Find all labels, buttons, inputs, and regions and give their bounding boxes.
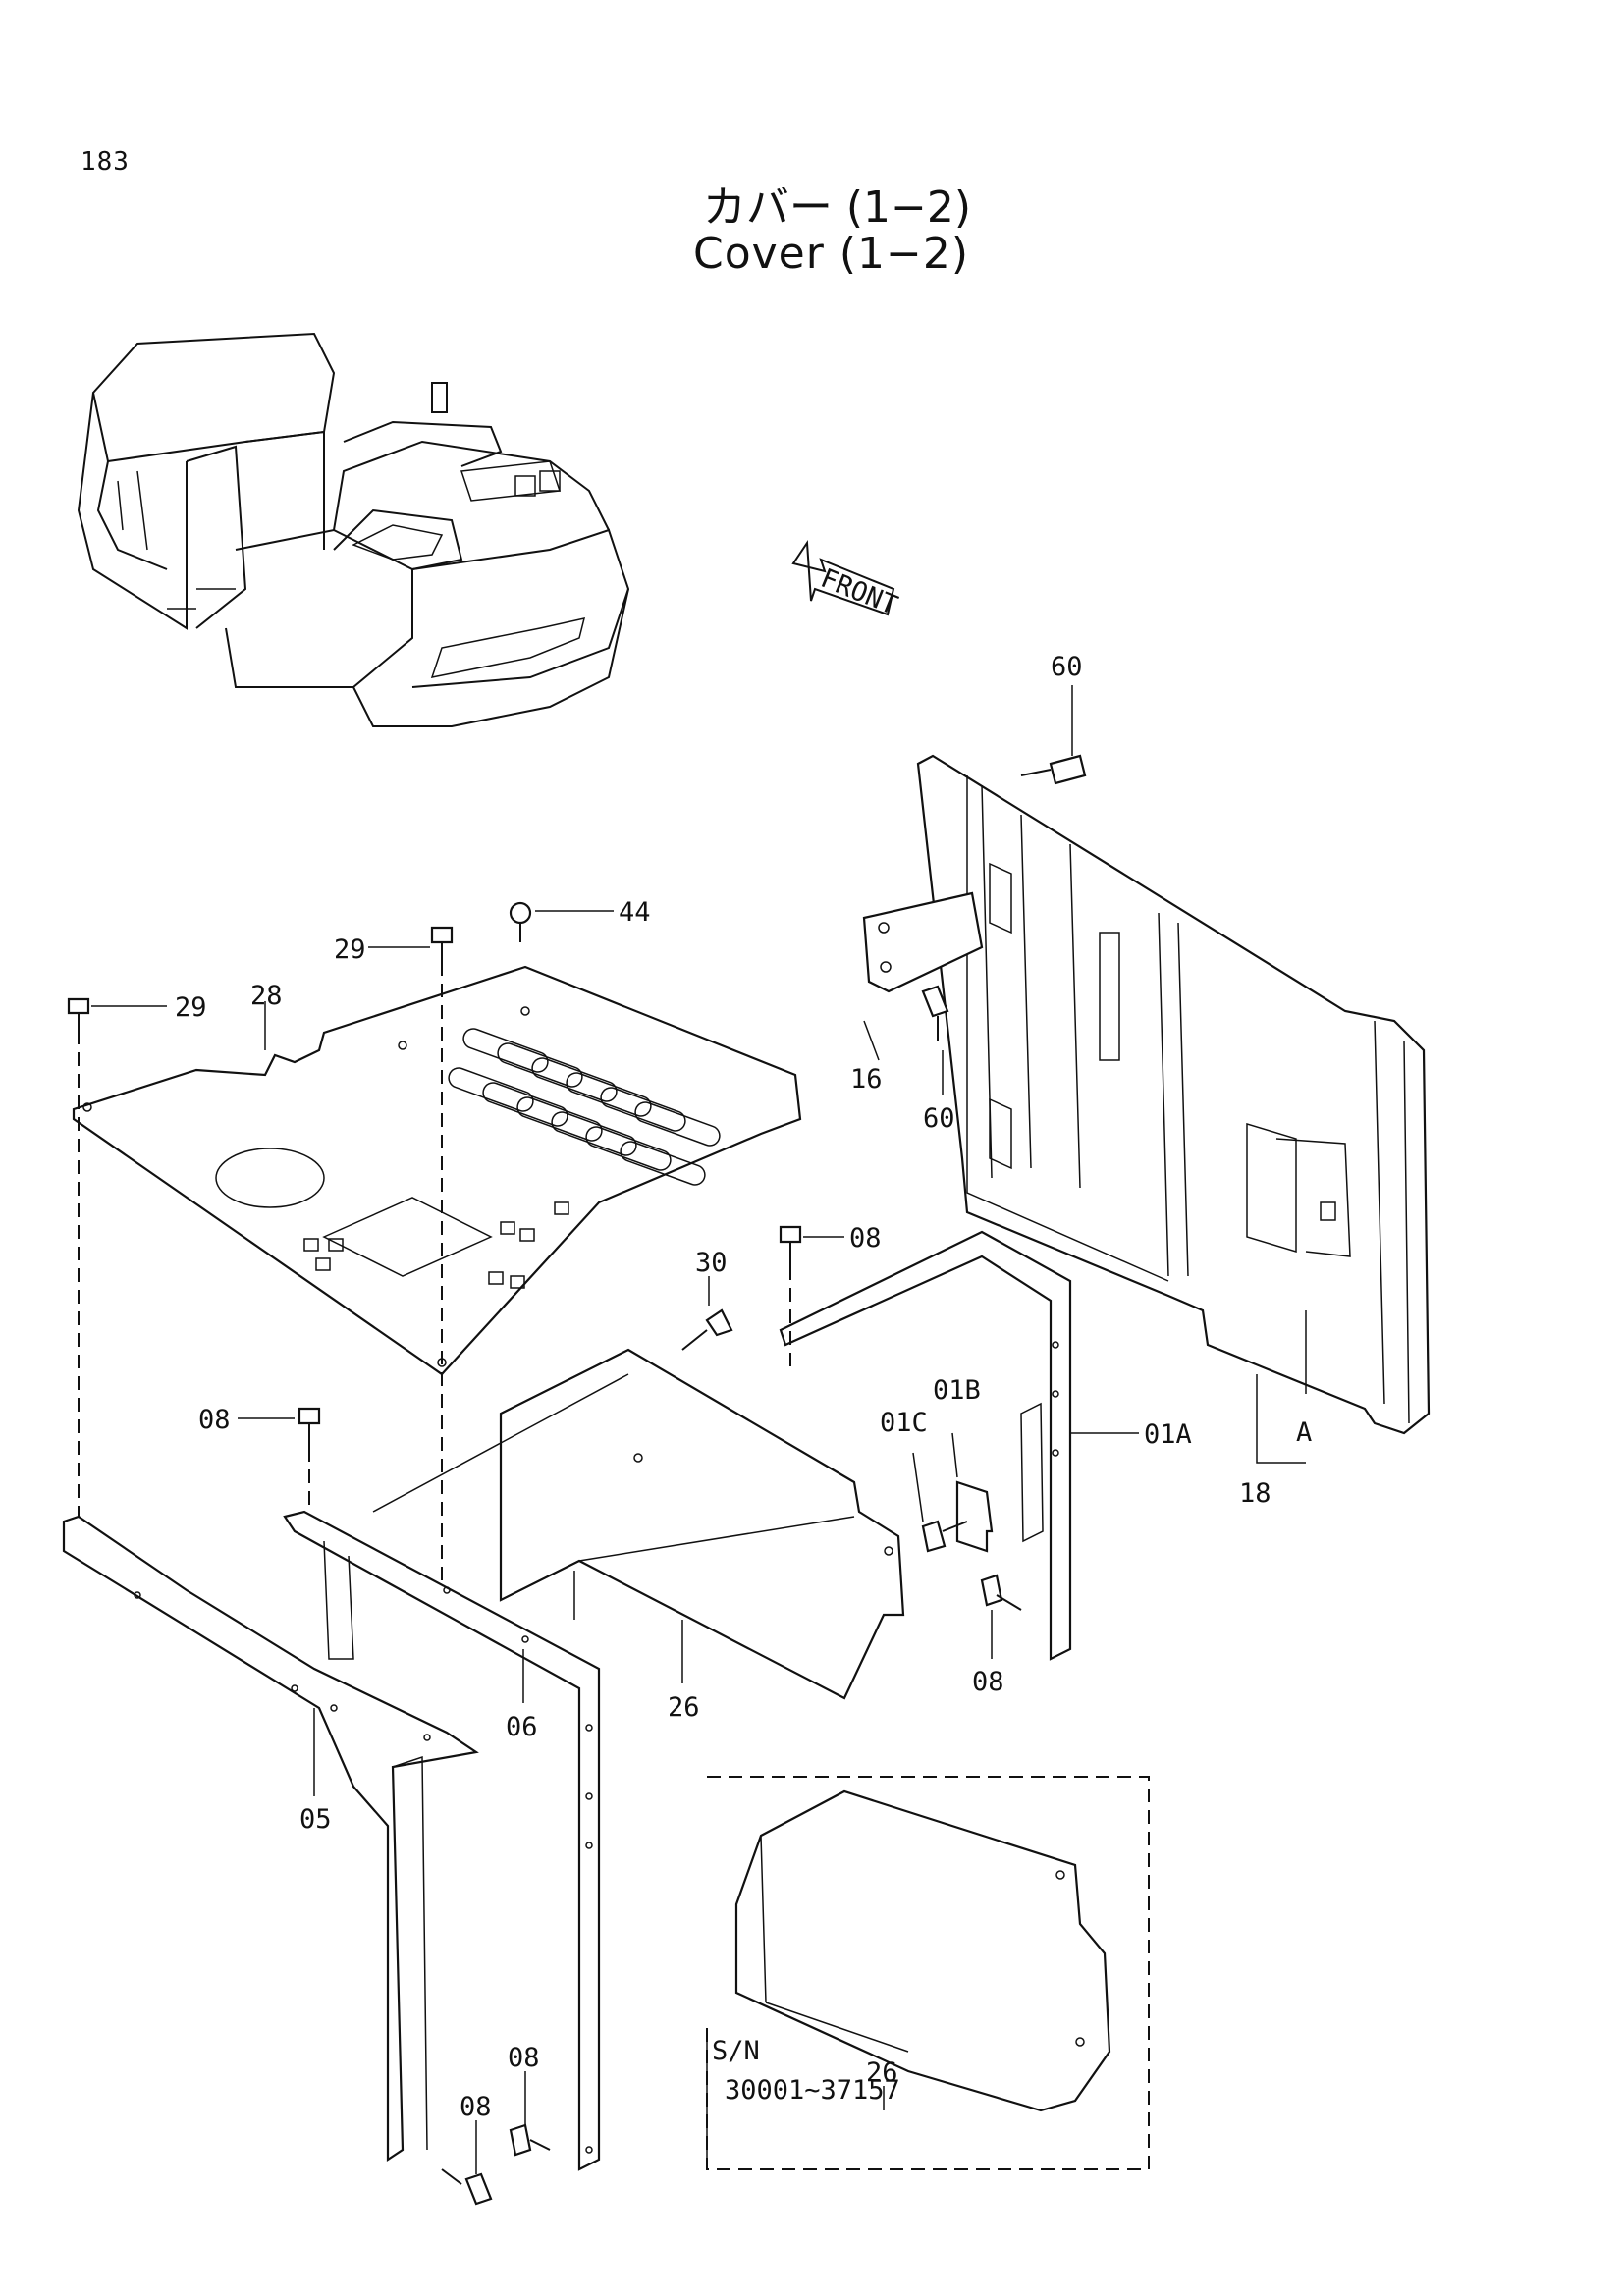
bolt-icon xyxy=(298,1407,321,1448)
alignment-lines xyxy=(78,962,791,1620)
callout-01a: 01A xyxy=(1144,1419,1192,1450)
callout-29-right: 29 xyxy=(334,934,366,965)
bolt-icon xyxy=(779,1225,802,1266)
vent-slots xyxy=(448,1028,721,1186)
callout-16: 16 xyxy=(850,1064,883,1095)
bolt-icon xyxy=(441,2168,493,2206)
callout-60-bottom: 60 xyxy=(923,1103,955,1134)
bolt-icon xyxy=(1020,754,1087,785)
callout-30: 30 xyxy=(695,1248,728,1278)
serial-number-note: S/N 30001~37157 xyxy=(706,2032,900,2169)
bolt-icon xyxy=(921,1520,968,1553)
callout-08-upper: 08 xyxy=(849,1223,882,1254)
side-door-panel xyxy=(916,754,1431,1435)
serial-label: S/N xyxy=(712,2036,760,2066)
callout-01b: 01B xyxy=(933,1375,981,1406)
callout-08-left: 08 xyxy=(198,1405,231,1435)
callout-a: A xyxy=(1296,1417,1312,1448)
serial-range: 30001~37157 xyxy=(725,2075,900,2106)
title-english: Cover (1−2) xyxy=(692,229,969,279)
frame-05 xyxy=(62,1515,479,2163)
callout-28: 28 xyxy=(250,981,283,1011)
frame-bracket-01a xyxy=(779,1230,1072,1661)
hinge-bracket xyxy=(862,891,984,993)
callout-60-top: 60 xyxy=(1051,652,1083,682)
bolt-icon xyxy=(980,1574,1022,1611)
callout-08-bottom-left: 08 xyxy=(460,2092,492,2122)
front-direction-arrow: FRONT xyxy=(791,539,901,621)
callout-29-left: 29 xyxy=(175,992,207,1023)
small-bracket-01b xyxy=(955,1480,994,1553)
front-arrow-label: FRONT xyxy=(816,563,901,621)
callout-08-right: 08 xyxy=(972,1667,1004,1697)
callout-26-upper: 26 xyxy=(668,1692,700,1723)
callout-01c: 01C xyxy=(880,1408,928,1438)
callout-08-bottom-right: 08 xyxy=(508,2043,540,2073)
callout-26-lower: 26 xyxy=(866,2057,898,2088)
top-cover-plate xyxy=(72,965,802,1376)
bolt-icon xyxy=(921,985,949,1041)
callout-18: 18 xyxy=(1239,1478,1271,1509)
page-number: 183 xyxy=(81,147,130,177)
callout-44: 44 xyxy=(619,897,651,928)
bolt-icon xyxy=(681,1308,733,1351)
callout-labels: 60 44 29 29 28 16 60 08 30 01B 01C 01A A… xyxy=(175,652,1312,2122)
bolt-icon xyxy=(509,901,532,942)
leader-lines xyxy=(91,685,1307,2174)
title-japanese: カバー (1−2) xyxy=(702,183,972,233)
frame-06 xyxy=(283,1510,601,2171)
guard-plate-variant xyxy=(734,1789,1111,2112)
callout-05: 05 xyxy=(299,1804,332,1835)
excavator-overview-illustration xyxy=(77,332,630,727)
guard-plate-upper xyxy=(499,1348,905,1700)
bolt-icon xyxy=(67,997,90,1031)
bolt-icon xyxy=(430,926,454,962)
callout-06: 06 xyxy=(506,1712,538,1742)
bolt-icons xyxy=(67,754,1087,2206)
bolt-icon xyxy=(509,2123,551,2157)
